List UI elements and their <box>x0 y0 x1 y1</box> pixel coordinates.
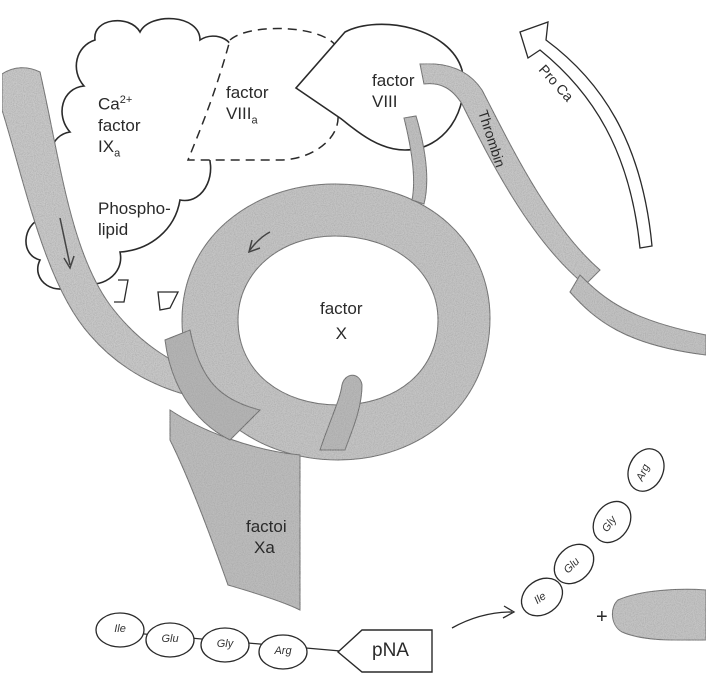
substrate-label-arg: Arg <box>269 645 297 657</box>
right-strand-ribbon <box>570 275 706 355</box>
label-factor-viiia-line2: VIII <box>226 104 252 123</box>
label-phospholipid-line1: Phospho- <box>98 198 171 219</box>
label-factor-viii-line2: VIII <box>372 91 415 112</box>
label-factor-viii: factor VIII <box>372 70 415 112</box>
label-factor-viii-line1: factor <box>372 70 415 91</box>
label-ca: Ca <box>98 95 120 114</box>
cleaved-fragment <box>612 589 706 640</box>
label-pna: pNA <box>372 640 409 662</box>
label-factor-xa-line2: Xa <box>246 537 287 558</box>
substrate-label-gly: Gly <box>211 638 239 650</box>
substrate-label-glu: Glu <box>156 633 184 645</box>
label-factor-ixa-line2: IX <box>98 137 114 156</box>
label-factor-viiia-line1: factor <box>226 82 269 103</box>
label-factor-viiia-sub: a <box>252 114 258 126</box>
cloud-notch-left <box>114 280 128 302</box>
label-factor-xa-line1: factoi <box>246 516 287 537</box>
label-factor-x-line2: X <box>320 323 363 344</box>
label-factor-ixa-sub: a <box>114 147 120 159</box>
label-factor-x-line1: factor <box>320 298 363 319</box>
label-factor-x: factor X <box>320 298 363 344</box>
label-factor-ixa-line1: factor <box>98 115 141 136</box>
cloud-notch-right <box>158 292 178 310</box>
substrate-label-ile: Ile <box>106 623 134 635</box>
label-ca-ixa: Ca2+ factor IXa <box>98 90 141 164</box>
label-phospholipid: Phospho- lipid <box>98 198 171 240</box>
reaction-arrow <box>452 612 512 628</box>
label-plus: + <box>596 606 608 629</box>
label-factor-viiia: factor VIIIa <box>226 82 269 131</box>
label-factor-xa: factoi Xa <box>246 516 287 558</box>
label-ca-sup: 2+ <box>120 94 133 106</box>
label-phospholipid-line2: lipid <box>98 219 171 240</box>
